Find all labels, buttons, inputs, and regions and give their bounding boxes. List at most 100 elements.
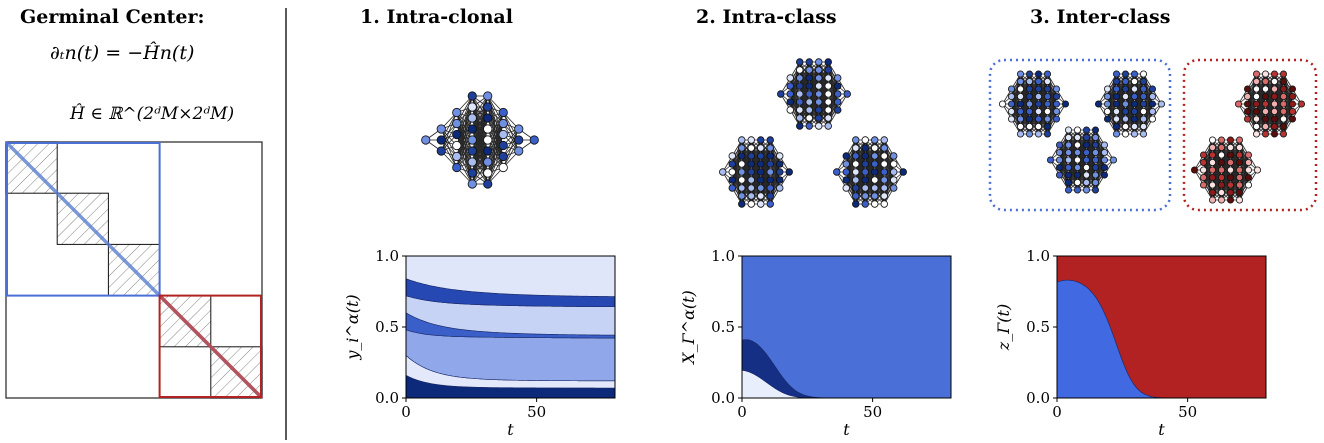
network-node xyxy=(467,102,477,112)
network-node xyxy=(747,144,755,152)
network-node xyxy=(747,176,755,184)
network-node xyxy=(786,82,794,90)
network-node xyxy=(483,135,493,145)
network-node xyxy=(1262,70,1270,78)
network-node xyxy=(1131,78,1139,86)
network-node xyxy=(1253,100,1261,108)
network-node xyxy=(834,106,842,114)
network-node xyxy=(766,176,774,184)
panel-title-intra-clonal: 1. Intra-clonal xyxy=(360,6,513,28)
network-node xyxy=(1065,186,1073,194)
network-node xyxy=(861,168,869,176)
network-node xyxy=(738,184,746,192)
network-node xyxy=(747,160,755,168)
network-node xyxy=(880,144,888,152)
network-node xyxy=(498,107,508,118)
network-node xyxy=(880,192,888,200)
network-node xyxy=(1074,133,1082,141)
network-node xyxy=(1140,70,1148,78)
network-node xyxy=(861,160,869,168)
network-node xyxy=(1104,108,1112,116)
network-node xyxy=(1200,173,1208,181)
network-node xyxy=(1253,70,1261,78)
network-node xyxy=(1113,123,1121,131)
network-node xyxy=(1083,126,1091,134)
network-node xyxy=(1140,78,1148,86)
network-node xyxy=(1131,123,1139,131)
x-tick-label: 50 xyxy=(1178,403,1197,421)
network-node xyxy=(467,168,477,178)
network-node xyxy=(1026,123,1034,131)
network-node xyxy=(880,176,888,184)
network-node xyxy=(1122,123,1130,131)
network-node xyxy=(1047,156,1055,164)
networks-inter-class xyxy=(999,70,1306,204)
network-node xyxy=(805,106,813,114)
network-node xyxy=(1227,136,1235,144)
network-node xyxy=(1253,130,1261,138)
network-node xyxy=(1122,100,1130,108)
network-node xyxy=(436,135,446,145)
network-node xyxy=(1236,173,1244,181)
network-node xyxy=(834,90,842,98)
network-node xyxy=(1200,158,1208,166)
network-node xyxy=(861,152,869,160)
network-node xyxy=(815,90,823,98)
y-tick-label: 1.0 xyxy=(711,247,735,265)
network-node xyxy=(1131,115,1139,123)
network-node xyxy=(852,152,860,160)
network-node xyxy=(483,124,493,134)
network-node xyxy=(514,146,524,156)
network-node xyxy=(766,160,774,168)
network-node xyxy=(1200,166,1208,174)
network-node xyxy=(1113,115,1121,123)
network-node xyxy=(1083,186,1091,194)
network-node xyxy=(766,144,774,152)
network-node xyxy=(1271,130,1279,138)
network-node xyxy=(852,200,860,208)
network-node xyxy=(1140,100,1148,108)
y-tick-label: 0.5 xyxy=(711,318,735,336)
network-node xyxy=(1122,93,1130,101)
network-node xyxy=(1092,148,1100,156)
network-node xyxy=(871,200,879,208)
y-tick-label: 0.5 xyxy=(375,318,399,336)
network-node xyxy=(766,200,774,208)
network-node xyxy=(1209,158,1217,166)
network-node xyxy=(1044,93,1052,101)
diagonal-band-red xyxy=(158,294,264,400)
network-node xyxy=(880,200,888,208)
network-node xyxy=(861,184,869,192)
network-node xyxy=(1065,178,1073,186)
network-node xyxy=(815,82,823,90)
network-node xyxy=(1227,166,1235,174)
network-node xyxy=(1149,93,1157,101)
network-node xyxy=(1131,130,1139,138)
network-node xyxy=(1149,85,1157,93)
network-node xyxy=(1026,130,1034,138)
network-node xyxy=(776,160,784,168)
network-node xyxy=(738,176,746,184)
network-node xyxy=(1026,70,1034,78)
network-node xyxy=(1113,78,1121,86)
matrix-dimension-label: Ĥ ∈ ℝ^(2ᵈM×2ᵈM) xyxy=(70,104,235,124)
network-node xyxy=(1083,141,1091,149)
network-node xyxy=(483,102,493,112)
panel-title-intra-class: 2. Intra-class xyxy=(696,6,837,28)
network-node xyxy=(1122,108,1130,116)
red-class-block xyxy=(158,294,263,399)
network-node xyxy=(833,168,841,176)
network-node xyxy=(1236,136,1244,144)
network-node xyxy=(1140,108,1148,116)
network-node xyxy=(880,160,888,168)
network-node xyxy=(1200,151,1208,159)
network-node xyxy=(1026,93,1034,101)
network-node xyxy=(757,184,765,192)
network-node xyxy=(738,192,746,200)
network-node xyxy=(1289,100,1297,108)
network-node xyxy=(1236,143,1244,151)
network-node xyxy=(1065,141,1073,149)
network-node xyxy=(1149,100,1157,108)
